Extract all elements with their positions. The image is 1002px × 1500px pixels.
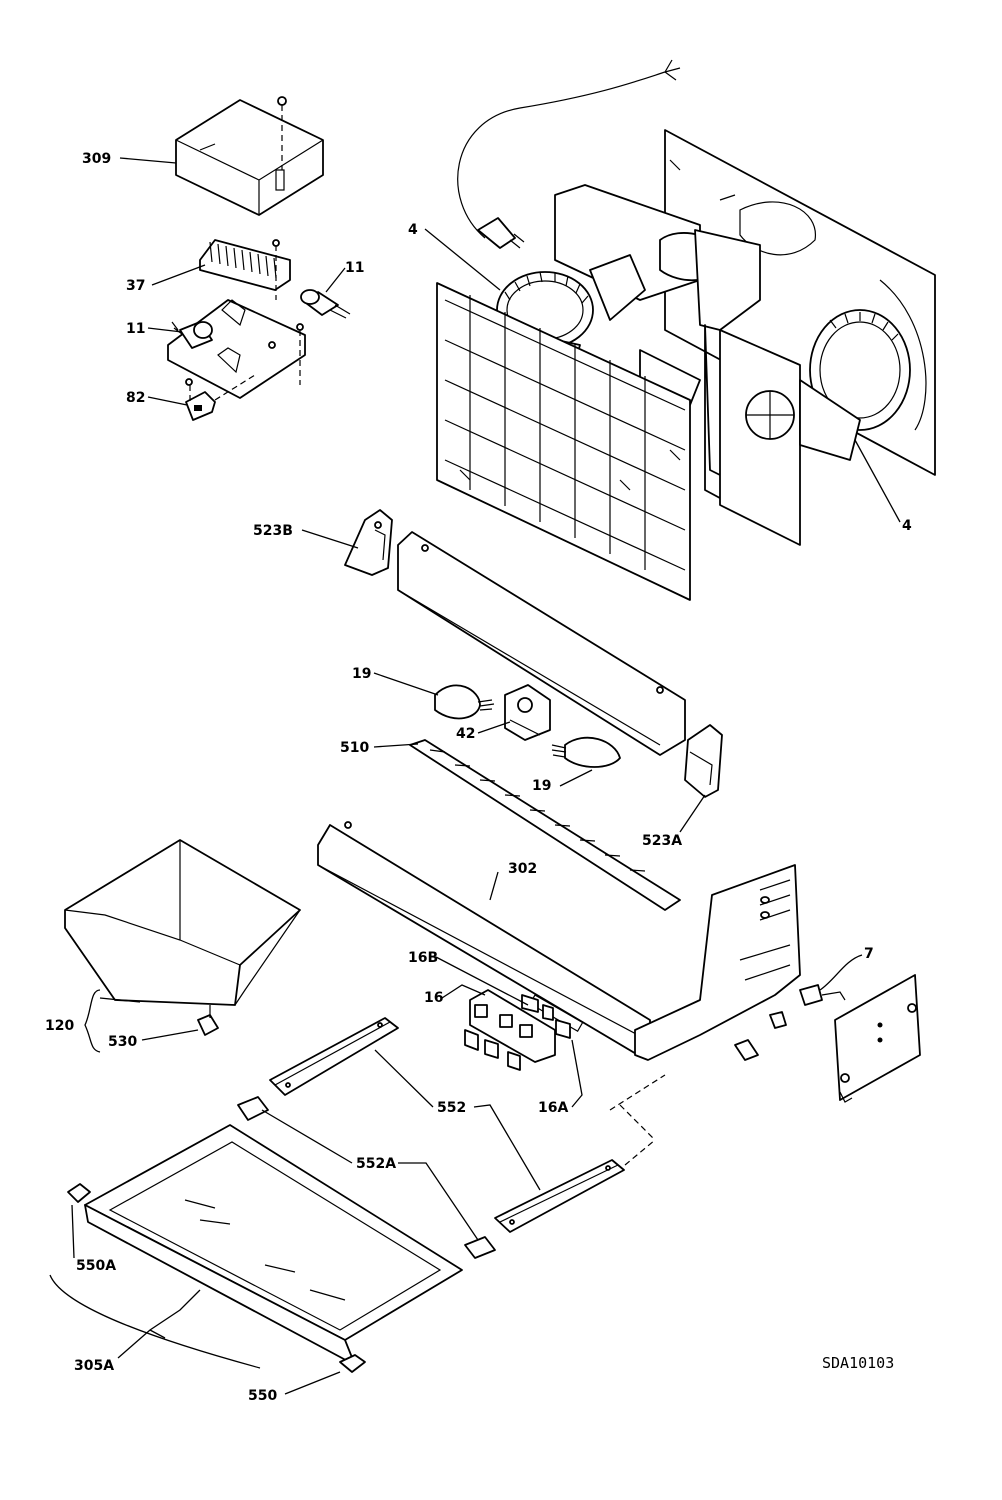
side-bracket <box>634 864 801 1061</box>
label-19-upper: 19 <box>352 666 371 682</box>
label-550: 550 <box>248 1388 277 1404</box>
grease-filter-grid <box>436 282 691 601</box>
label-523B: 523B <box>253 523 293 539</box>
part-7-lamp-switch <box>799 984 846 1006</box>
label-16B: 16B <box>408 950 438 966</box>
label-16A: 16A <box>538 1100 568 1116</box>
part-552-rail-lower <box>494 1159 625 1233</box>
part-550-end-cap <box>339 1354 366 1373</box>
label-7: 7 <box>864 946 874 962</box>
label-42: 42 <box>456 726 475 742</box>
part-11-capacitor-right <box>300 289 351 319</box>
label-302: 302 <box>508 861 537 877</box>
part-4-blower-wheel-right <box>719 309 911 546</box>
part-82-switch <box>185 374 256 421</box>
part-510-diffuser-strip <box>409 739 681 911</box>
part-550A-end-cap <box>67 1183 91 1203</box>
part-42-lamp-holder <box>504 684 551 741</box>
label-82: 82 <box>126 390 145 406</box>
light-panel-upper <box>397 531 686 756</box>
label-11-right: 11 <box>345 260 364 276</box>
part-552A-clip-upper <box>237 1096 269 1121</box>
label-37: 37 <box>126 278 145 294</box>
label-552: 552 <box>437 1100 466 1116</box>
control-circuit-board <box>834 974 921 1103</box>
part-523B-bracket <box>344 509 393 576</box>
label-305A: 305A <box>74 1358 114 1374</box>
part-523A-bracket <box>684 724 723 798</box>
label-16: 16 <box>424 990 443 1006</box>
label-19-lower: 19 <box>532 778 551 794</box>
label-309: 309 <box>82 151 111 167</box>
part-309-cover-box <box>175 96 324 216</box>
label-523A: 523A <box>642 833 682 849</box>
label-550A: 550A <box>76 1258 116 1274</box>
label-530: 530 <box>108 1034 137 1050</box>
part-120-filter-pad <box>64 839 301 1006</box>
part-19-bulb-lower <box>551 736 621 768</box>
label-4-right: 4 <box>902 518 912 534</box>
label-4-left: 4 <box>408 222 418 238</box>
label-120: 120 <box>45 1018 74 1034</box>
part-305A-glass-visor <box>84 1124 463 1366</box>
part-552A-clip-lower <box>464 1236 496 1259</box>
part-530-clip <box>197 1005 219 1036</box>
label-552A: 552A <box>356 1156 396 1172</box>
drawing-code: SDA10103 <box>822 1354 894 1372</box>
part-11-capacitor-left <box>171 321 213 349</box>
part-37-terminal-block <box>199 239 291 300</box>
part-16-switch-assembly <box>464 989 571 1071</box>
power-cord <box>457 59 681 249</box>
part-19-bulb-upper <box>434 684 495 720</box>
part-552-rail-upper <box>269 1017 399 1096</box>
label-11-left: 11 <box>126 321 145 337</box>
label-510: 510 <box>340 740 369 756</box>
